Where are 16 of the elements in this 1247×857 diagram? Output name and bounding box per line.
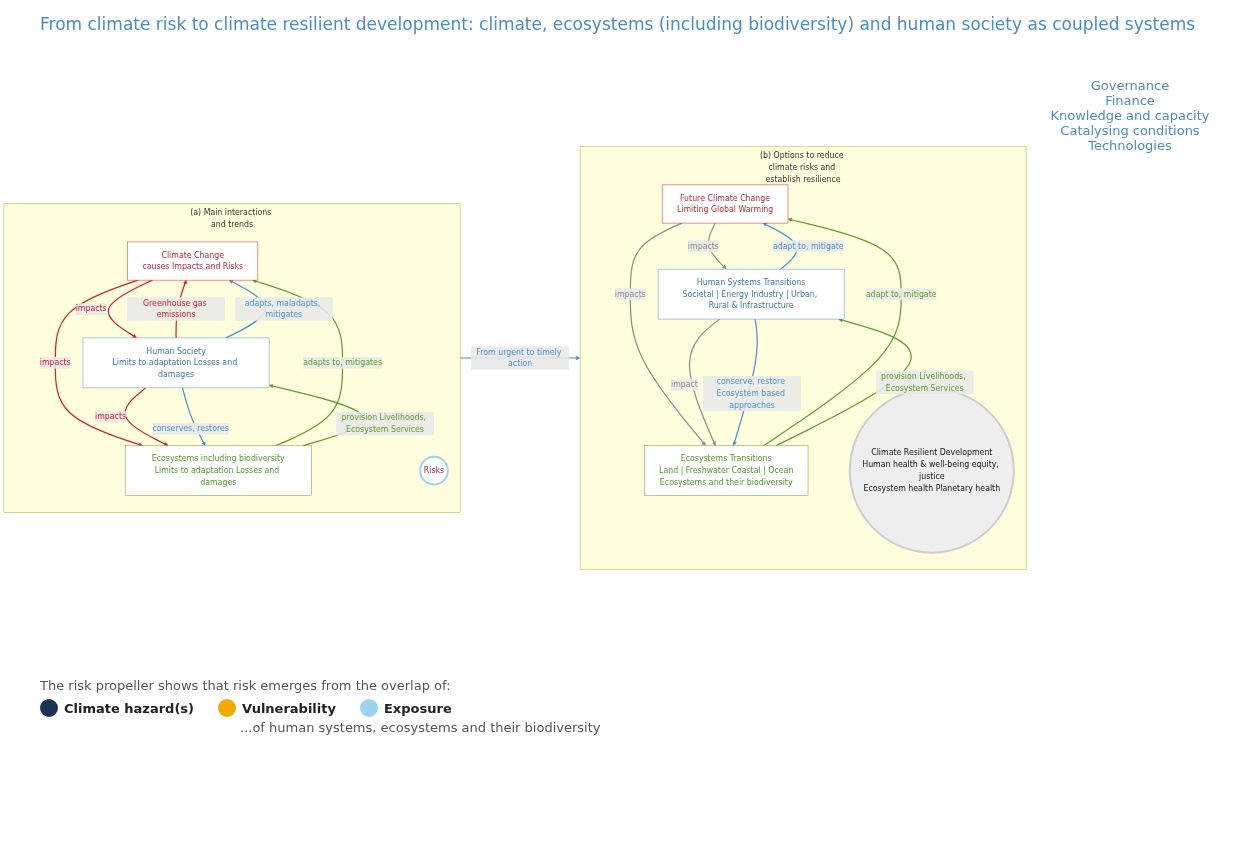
arrow xyxy=(124,387,169,446)
arrow xyxy=(107,279,153,339)
legend-note: The risk propeller shows that risk emerges from the overlap of: xyxy=(40,678,452,693)
action-item: Technologies xyxy=(1087,138,1173,153)
diagram-title: From climate risk to climate resilient development: climate, ecosystems (including biodiversity) and human society as coupled systems xyxy=(40,14,1197,34)
legend-text: Climate hazard(s) xyxy=(64,700,195,716)
arrow xyxy=(54,279,143,447)
legend-text: Exposure xyxy=(384,700,452,716)
action-item: Knowledge and capacity xyxy=(1049,108,1211,123)
arrow xyxy=(629,222,706,446)
action-item: Catalysing conditions xyxy=(1059,123,1201,138)
legend-note: ...of human systems, ecosystems and their biodiversity xyxy=(240,720,602,735)
legend-text: Vulnerability xyxy=(242,700,336,716)
action-item: Finance xyxy=(1104,93,1156,108)
action-item: Governance xyxy=(1089,78,1171,93)
arrow xyxy=(688,318,721,446)
